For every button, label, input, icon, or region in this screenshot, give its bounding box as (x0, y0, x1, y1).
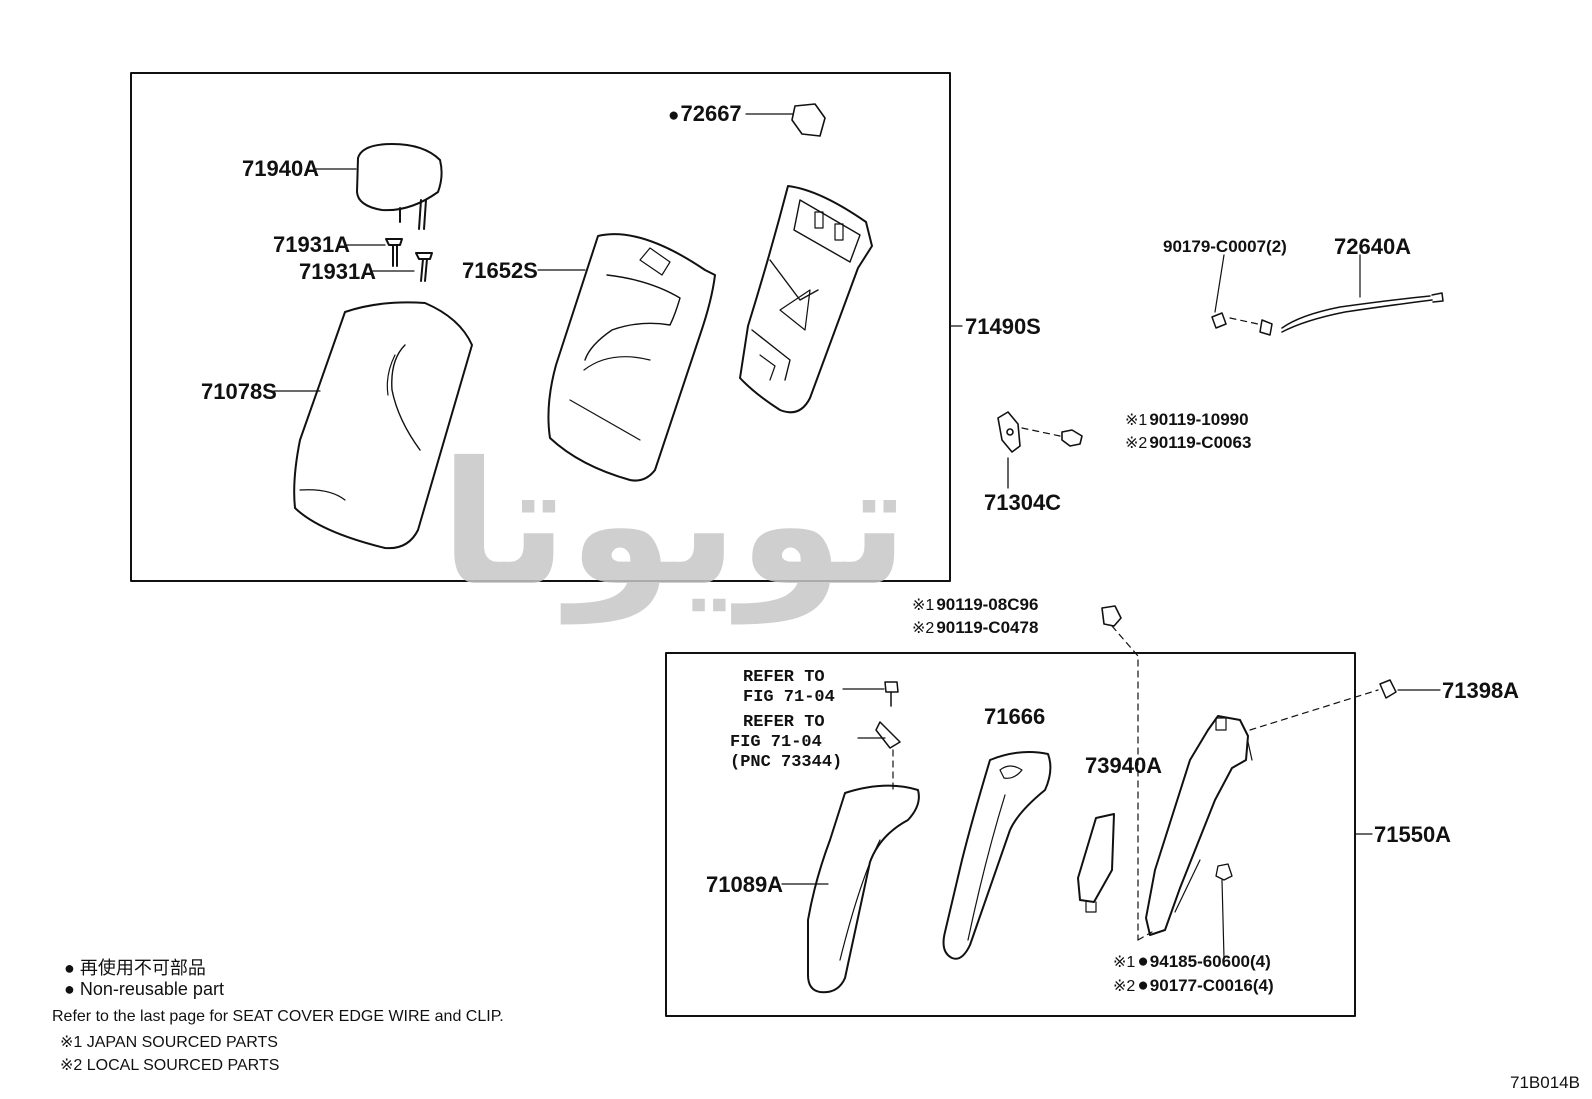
part-label-72667[interactable]: ●72667 (668, 101, 742, 126)
legend-non-reusable-jp: ● 再使用不可部品 (64, 958, 206, 978)
diagram-code: 71B014B (1510, 1073, 1580, 1092)
part-label-73940a[interactable]: 73940A (1085, 753, 1163, 778)
local-sourced-mark: ※2 (1113, 978, 1136, 995)
headrest-drawing (356, 143, 443, 230)
watermark: تویوتا (440, 426, 909, 624)
seatback-cover-drawing (293, 301, 473, 550)
part-label-71304c[interactable]: 71304C (984, 490, 1062, 515)
part-label-71398a[interactable]: 71398A (1442, 678, 1520, 703)
bolt-08c96-drawing (1101, 605, 1122, 627)
part-label-90177-c0016[interactable]: ※2●90177-C0016(4) (1113, 975, 1274, 996)
garnish-71666-drawing (942, 751, 1052, 960)
part-label-90179-c0007[interactable]: 90179-C0007(2) (1163, 237, 1287, 256)
garnish-71550a-drawing (1145, 715, 1253, 936)
legend-japan-sourced: ※1 JAPAN SOURCED PARTS (60, 1034, 278, 1051)
part-label-71931a-upper[interactable]: 71931A (273, 232, 351, 257)
local-sourced-mark: ※2 (912, 620, 935, 637)
seatback-frame-drawing (739, 185, 873, 414)
cable-72640a-drawing (1211, 292, 1444, 336)
part-label-94185-60600[interactable]: ※1●94185-60600(4) (1113, 951, 1271, 972)
part-label-71550a[interactable]: 71550A (1374, 822, 1452, 847)
part-label-71652s[interactable]: 71652S (462, 258, 538, 283)
japan-sourced-mark: ※1 (912, 597, 935, 614)
refer-to-fig-note-1: REFER TO FIG 71-04 (743, 668, 835, 707)
part-label-71078s[interactable]: 71078S (201, 379, 277, 404)
dashed-lines (892, 317, 1379, 941)
japan-sourced-mark: ※1 (1125, 412, 1148, 429)
japan-sourced-mark: ※1 (1113, 954, 1136, 971)
garnish-71089a-drawing (807, 784, 920, 994)
part-label-72640a[interactable]: 72640A (1334, 234, 1412, 259)
part-label-71931a-lower[interactable]: 71931A (299, 259, 377, 284)
non-reusable-dot-icon: ● (668, 105, 680, 126)
local-sourced-mark: ※2 (1125, 435, 1148, 452)
seatback-pad-drawing (547, 233, 716, 482)
non-reusable-dot-icon: ● (1137, 951, 1149, 972)
part-label-71490s[interactable]: 71490S (965, 314, 1041, 339)
cover-73940a-drawing (1077, 813, 1115, 913)
refer-fig-bolt-drawing (875, 681, 901, 749)
legend-non-reusable-en: ● Non-reusable part (64, 979, 224, 999)
non-reusable-dot-icon: ● (1137, 975, 1149, 996)
legend-local-sourced: ※2 LOCAL SOURCED PARTS (60, 1057, 280, 1074)
headrest-guide-drawings (385, 238, 433, 282)
part-label-71940a[interactable]: 71940A (242, 156, 320, 181)
leader-lines (273, 113, 1441, 959)
clip-71398a-drawing (1379, 679, 1397, 699)
seatback-group-box (130, 72, 951, 582)
legend-refer-last-page: Refer to the last page for SEAT COVER ED… (52, 1008, 504, 1025)
refer-to-fig-note-2: REFER TO FIG 71-04 (PNC 73344) (730, 713, 843, 772)
clip-72667-drawing (791, 103, 826, 137)
part-label-71089a[interactable]: 71089A (706, 872, 784, 897)
bracket-71304c-drawing (997, 411, 1083, 489)
part-label-71666[interactable]: 71666 (984, 704, 1046, 729)
